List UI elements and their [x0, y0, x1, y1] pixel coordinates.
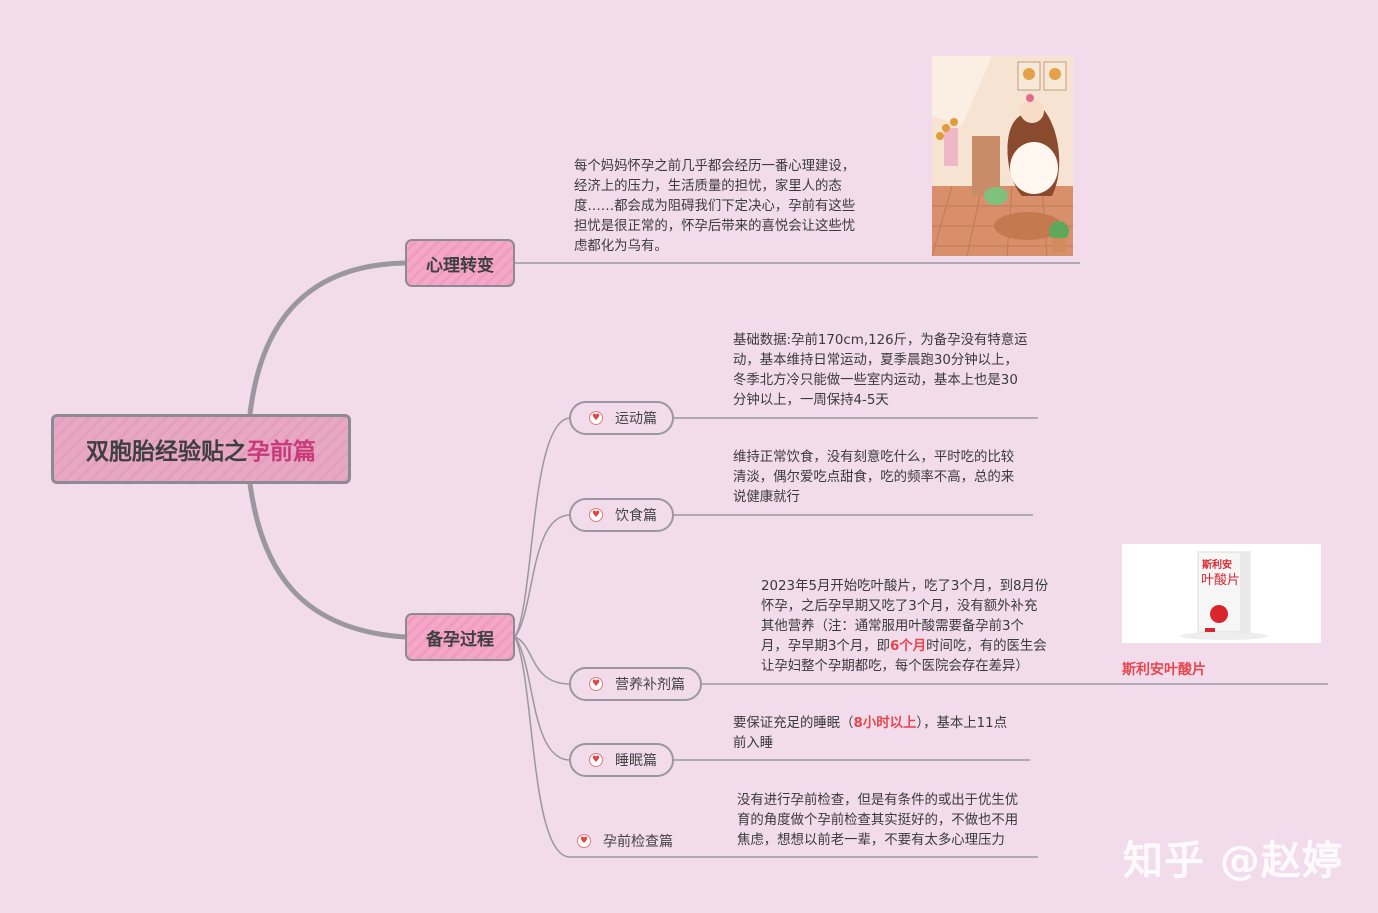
note-psych-line: 每个妈妈怀孕之前几乎都会经历一番心理建设，: [574, 159, 856, 174]
note-psych-line: 经济上的压力，生活质量的担忧，家里人的态: [574, 179, 842, 194]
note-check-line: 没有进行孕前检查，但是有条件的或出于优生优: [737, 793, 1019, 808]
node-sport-label: 运动篇: [615, 411, 657, 427]
note-sleep: 要保证充足的睡眠（8小时以上），基本上11点 前入睡: [733, 714, 1007, 754]
heart-icon: ♥: [589, 677, 603, 691]
note-sleep-text: ），基本上11点: [916, 716, 1008, 731]
note-supp-text: 月，孕早期3个月，即: [761, 639, 891, 654]
node-prep-label: 备孕过程: [426, 629, 494, 650]
node-psych-label: 心理转变: [426, 255, 494, 276]
note-psych: 每个妈妈怀孕之前几乎都会经历一番心理建设， 经济上的压力，生活质量的担忧，家里人…: [574, 157, 855, 257]
note-check-line: 焦虑，想想以前老一辈，不要有太多心理压力: [737, 833, 1005, 848]
note-psych-line: 担忧是很正常的，怀孕后带来的喜悦会让这些忧: [574, 219, 856, 234]
product-box-illustration: [1180, 551, 1268, 640]
node-sport[interactable]: ♥ 运动篇: [569, 401, 674, 435]
connector-root-prep: [247, 483, 406, 640]
node-supplements[interactable]: ♥ 营养补剂篇: [569, 667, 702, 701]
note-sport-line: 基础数据:孕前170cm,126斤，为备孕没有特意运: [733, 333, 1028, 348]
connector-prep-diet: [514, 514, 571, 638]
note-diet-line: 说健康就行: [733, 490, 800, 505]
node-sleep-label: 睡眠篇: [615, 753, 657, 769]
node-check[interactable]: ♥ 孕前检查篇: [569, 824, 689, 858]
note-check-line: 育的角度做个孕前检查其实挺好的，不做也不用: [737, 813, 1019, 828]
folic-acid-product-image: 斯利安 叶酸片: [1122, 544, 1321, 643]
heart-icon: ♥: [589, 508, 603, 522]
note-sleep-text: 要保证充足的睡眠（: [733, 716, 854, 731]
note-sleep-line: 前入睡: [733, 736, 774, 751]
watermark: 知乎 @赵婷: [1123, 838, 1343, 884]
note-diet-line: 维持正常饮食，没有刻意吃什么，平时吃的比较: [733, 450, 1015, 465]
note-sport: 基础数据:孕前170cm,126斤，为备孕没有特意运 动，基本维持日常运动，夏季…: [733, 331, 1028, 411]
product-name: 叶酸片: [1201, 573, 1241, 588]
product-brand: 斯利安: [1202, 560, 1232, 571]
connector-prep-check: [514, 636, 571, 858]
node-psych[interactable]: 心理转变: [405, 239, 515, 287]
node-supplements-label: 营养补剂篇: [615, 677, 685, 693]
connector-root-psych: [247, 260, 406, 415]
note-supp-line: 怀孕，之后孕早期又吃了3个月，没有额外补充: [761, 599, 1038, 614]
connector-prep-supp: [514, 636, 571, 685]
note-psych-line: 度……都会成为阻碍我们下定决心，孕前有这些: [574, 199, 856, 214]
note-supp-line: 其他营养（注：通常服用叶酸需要备孕前3个: [761, 619, 1024, 634]
note-diet: 维持正常饮食，没有刻意吃什么，平时吃的比较 清淡，偶尔爱吃点甜食，吃的频率不高，…: [733, 448, 1014, 508]
note-supp-line: 2023年5月开始吃叶酸片，吃了3个月，到8月份: [761, 579, 1049, 594]
node-prep[interactable]: 备孕过程: [405, 613, 515, 661]
note-sport-line: 动，基本维持日常运动，夏季晨跑30分钟以上，: [733, 353, 1018, 368]
node-sleep[interactable]: ♥ 睡眠篇: [569, 743, 674, 777]
root-node[interactable]: 双胞胎经验贴之孕前篇: [51, 414, 351, 484]
note-check: 没有进行孕前检查，但是有条件的或出于优生优 育的角度做个孕前检查其实挺好的，不做…: [737, 791, 1018, 851]
pregnant-woman-illustration: [932, 56, 1073, 256]
heart-icon: ♥: [589, 753, 603, 767]
node-diet-label: 饮食篇: [615, 508, 657, 524]
note-psych-line: 虑都化为乌有。: [574, 239, 668, 254]
note-sleep-highlight: 8小时以上: [853, 716, 917, 731]
heart-icon: ♥: [577, 834, 591, 848]
note-sport-line: 冬季北方冷只能做一些室内运动，基本上也是30: [733, 373, 1018, 388]
note-supp-highlight: 6个月: [890, 639, 927, 654]
note-supplements: 2023年5月开始吃叶酸片，吃了3个月，到8月份 怀孕，之后孕早期又吃了3个月，…: [761, 577, 1048, 677]
node-check-label: 孕前检查篇: [603, 834, 673, 850]
note-diet-line: 清淡，偶尔爱吃点甜食，吃的频率不高，总的来: [733, 470, 1015, 485]
root-title-part1: 双胞胎经验贴之: [86, 439, 247, 465]
node-diet[interactable]: ♥ 饮食篇: [569, 498, 674, 532]
root-title-part2: 孕前篇: [247, 439, 316, 465]
note-supp-text: 时间吃，有的医生会: [926, 639, 1047, 654]
note-supp-line: 让孕妇整个孕期都吃，每个医院会存在差异）: [761, 659, 1029, 674]
note-sleep-line: 要保证充足的睡眠（8小时以上），基本上11点: [733, 714, 1007, 734]
note-supp-line: 月，孕早期3个月，即6个月时间吃，有的医生会: [761, 637, 1048, 657]
heart-icon: ♥: [589, 411, 603, 425]
note-sport-line: 分钟以上，一周保持4-5天: [733, 393, 889, 408]
product-caption: 斯利安叶酸片: [1122, 662, 1206, 678]
connector-prep-sport: [514, 417, 571, 638]
connector-prep-sleep: [514, 636, 571, 761]
